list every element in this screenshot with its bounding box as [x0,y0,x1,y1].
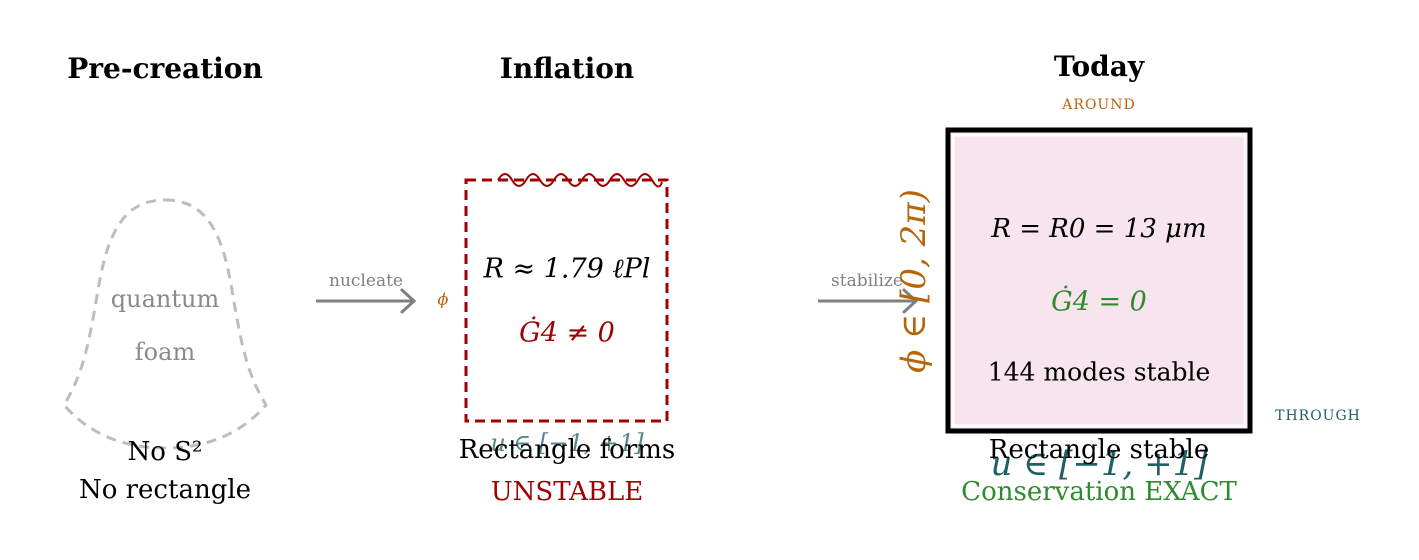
caption-no-s2: No S² [127,437,203,467]
stage-title-pre-creation: Pre-creation [67,52,263,85]
stage-title-inflation: Inflation [499,52,635,85]
quantum-label: quantum [110,285,220,313]
nucleate-arrow [316,288,417,314]
modes-stable-label: 144 modes stable [987,357,1211,387]
inflation-rectangle [464,178,669,423]
through-label: THROUGH [1275,408,1361,424]
foam-label: foam [134,338,196,366]
caption-unstable: UNSTABLE [490,477,644,507]
today-rectangle [945,127,1253,434]
nucleate-label: nucleate [329,271,403,291]
around-label: AROUND [1062,97,1136,113]
today-flux-equation: Ġ4 = 0 [1051,286,1147,318]
stabilize-label: stabilize [831,271,903,291]
caption-rectangle-forms: Rectangle forms [458,435,676,465]
caption-no-rectangle: No rectangle [78,475,252,505]
inflation-flux-equation: Ġ4 ≠ 0 [519,317,615,349]
today-u-label: u ∈ [−1, +1] [990,444,1208,484]
fluctuation-wave [497,173,663,188]
stabilize-arrow [818,288,919,314]
caption-conservation-exact: Conservation EXACT [961,477,1237,507]
today-phi-label: ϕ ∈ [0, 2π) [894,189,934,373]
quantum-foam-outline [62,198,268,450]
today-radius-equation: R = R0 = 13 μm [991,214,1207,244]
inflation-u-label: u ∈ [−1, +1] [490,429,644,457]
stage-title-today: Today [1053,50,1145,83]
inflation-radius-equation: R ≈ 1.79 ℓPl [483,253,651,285]
caption-rectangle-stable: Rectangle stable [988,435,1210,465]
inflation-phi-label: ϕ [437,289,449,309]
